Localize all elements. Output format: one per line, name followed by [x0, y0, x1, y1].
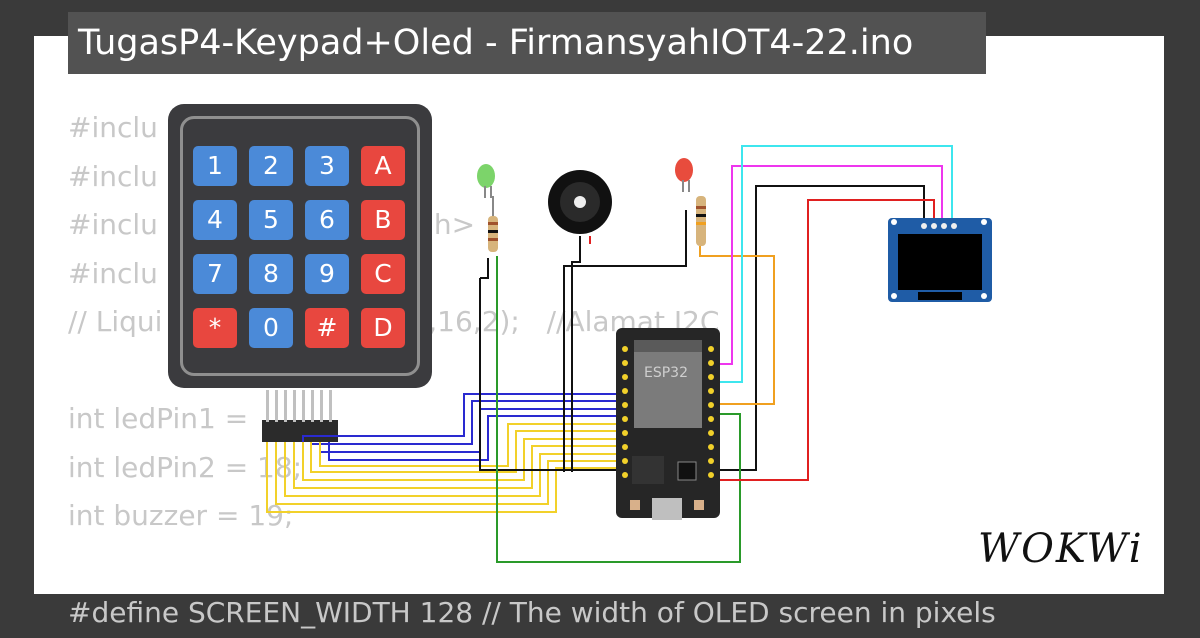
code-line: #inclu — [68, 256, 158, 290]
code-line: #define SCREEN_WIDTH 128 // The width of… — [68, 596, 996, 629]
code-line: int ledPin1 = — [68, 402, 249, 435]
keypad-key[interactable]: 1 — [193, 146, 237, 186]
project-title: TugasP4-Keypad+Oled - FirmansyahIOT4-22.… — [68, 12, 986, 74]
keypad-key[interactable]: 0 — [249, 308, 293, 348]
code-line: int buzzer = 19; — [68, 499, 294, 532]
keypad-key[interactable]: 5 — [249, 200, 293, 240]
keypad-key[interactable]: # — [305, 308, 349, 348]
keypad-connector — [262, 390, 338, 442]
keypad-key[interactable]: * — [193, 308, 237, 348]
resistor-1 — [488, 196, 498, 252]
wires — [266, 145, 953, 563]
led-red — [675, 158, 693, 192]
keypad-key[interactable]: D — [361, 308, 405, 348]
led-green — [477, 164, 495, 198]
keypad-key[interactable]: 2 — [249, 146, 293, 186]
code-line: #inclu — [68, 111, 158, 144]
frame-edge — [1164, 36, 1200, 630]
keypad-key[interactable]: 3 — [305, 146, 349, 186]
keypad-key[interactable]: 4 — [193, 200, 237, 240]
esp32-board — [616, 328, 720, 520]
resistor-2 — [696, 196, 706, 246]
buzzer — [548, 170, 612, 234]
keypad-key[interactable]: 7 — [193, 254, 237, 294]
keypad-key[interactable]: B — [361, 200, 405, 240]
keypad-key[interactable]: 8 — [249, 254, 293, 294]
keypad-key[interactable]: 9 — [305, 254, 349, 294]
oled-display — [888, 218, 992, 302]
keypad-key[interactable]: 6 — [305, 200, 349, 240]
keypad-key[interactable]: A — [361, 146, 405, 186]
wokwi-logo: WOKWi — [978, 526, 1144, 572]
keypad-key[interactable]: C — [361, 254, 405, 294]
esp32-label: ESP32 — [644, 365, 688, 381]
